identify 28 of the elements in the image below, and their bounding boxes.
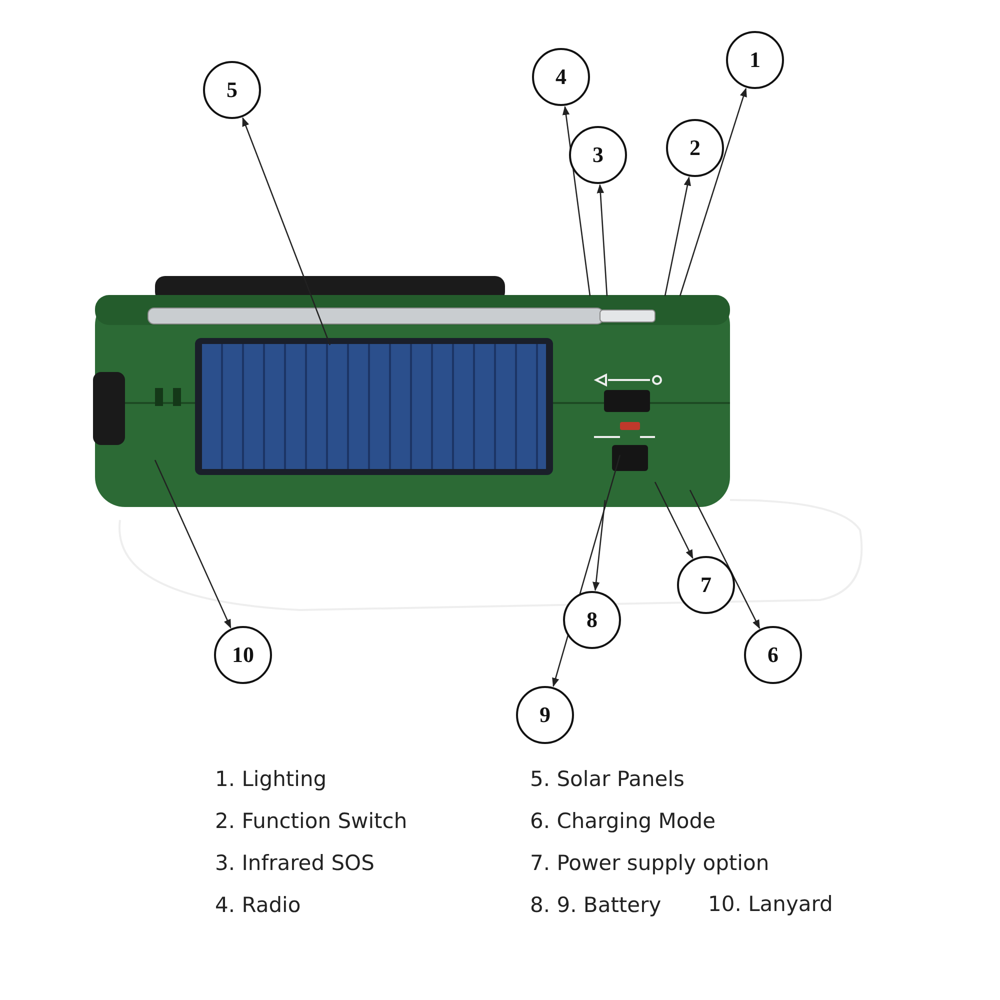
callout-number: 6 [744, 626, 802, 684]
legend-text: 5. Solar Panels [530, 767, 684, 791]
legend-text: 4. Radio [215, 893, 301, 917]
callout-number: 3 [569, 126, 627, 184]
callout-number: 5 [203, 61, 261, 119]
legend-text: 2. Function Switch [215, 809, 408, 833]
callout-number: 8 [563, 591, 621, 649]
leader-line [654, 482, 694, 559]
callout-number: 2 [666, 119, 724, 177]
leader-line [242, 117, 331, 346]
callout-number: 10 [214, 626, 272, 684]
callout-number: 7 [677, 556, 735, 614]
leader-line [154, 460, 232, 628]
leader-line [664, 176, 691, 296]
leader-line [562, 106, 591, 296]
callout-number: 9 [516, 686, 574, 744]
callout-number: 4 [532, 48, 590, 106]
legend-text: 3. Infrared SOS [215, 851, 374, 875]
legend-text: 10. Lanyard [708, 892, 833, 916]
leader-line [596, 184, 608, 296]
legend-text: 8. 9. Battery [530, 893, 662, 917]
legend-text: 6. Charging Mode [530, 809, 716, 833]
callout-number: 1 [726, 31, 784, 89]
legend-text: 7. Power supply option [530, 851, 770, 875]
leader-line [689, 490, 760, 630]
leader-line [592, 500, 606, 592]
legend-text: 1. Lighting [215, 767, 327, 791]
leader-line [679, 88, 747, 296]
